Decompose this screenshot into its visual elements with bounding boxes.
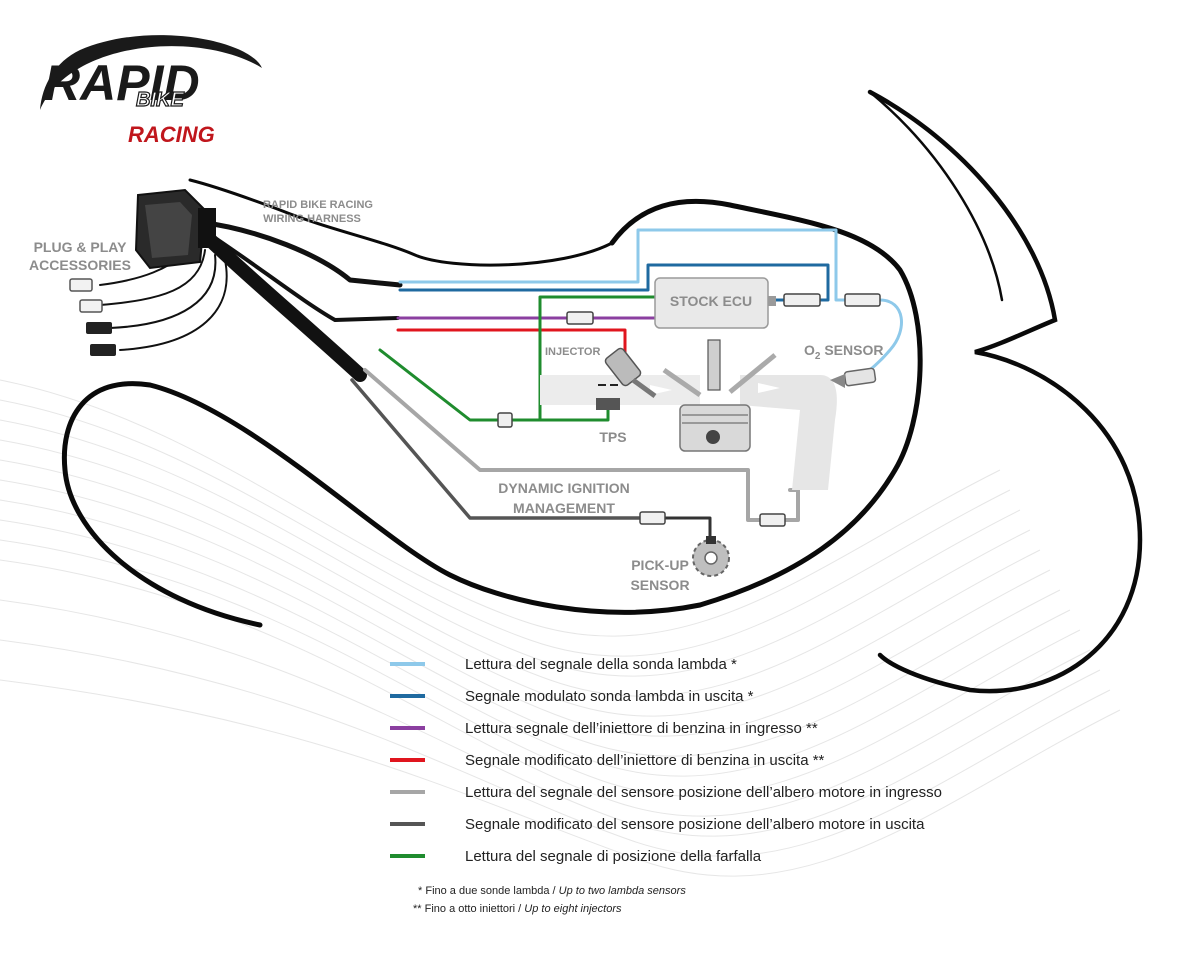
wire-crank-out xyxy=(350,378,642,520)
legend-label: Lettura segnale dell’iniettore di benzin… xyxy=(465,720,818,737)
intake-exhaust xyxy=(540,375,837,490)
motorcycle-outline xyxy=(61,89,1143,694)
injector-part xyxy=(604,347,657,399)
accessory-connectors xyxy=(69,278,116,356)
accessories-label-line1: PLUG & PLAY xyxy=(34,239,127,255)
rapid-bike-logo: RAPID BIKE RACING xyxy=(40,35,262,147)
footnote-2-marker: ** xyxy=(413,903,425,915)
engine-piston xyxy=(662,339,777,452)
legend-label: Segnale modificato del sensore posizione… xyxy=(465,816,925,833)
tps-sensor xyxy=(596,384,620,410)
pickup-sensor-line1: PICK-UP xyxy=(631,557,689,573)
legend-label: Segnale modulato sonda lambda in uscita … xyxy=(465,688,754,705)
harness-label-line1: RAPID BIKE RACING xyxy=(263,199,373,211)
rapid-bike-module xyxy=(134,188,216,270)
o2-sensor-part xyxy=(830,367,877,388)
footnote-2-italic: Up to eight injectors xyxy=(524,903,622,915)
legend-label: Lettura del segnale di posizione della f… xyxy=(465,848,762,865)
legend-label: Lettura del segnale del sensore posizion… xyxy=(465,784,942,801)
footnote-1-marker: * xyxy=(418,885,425,897)
wire-lambda-in xyxy=(398,228,847,302)
dynamic-ignition-line2: MANAGEMENT xyxy=(513,500,615,516)
stock-ecu-label: STOCK ECU xyxy=(670,293,752,309)
pickup-sensor-gear xyxy=(692,536,730,577)
harness-label-line2: WIRING HARNESS xyxy=(263,213,361,225)
footnote-1: * Fino a due sonde lambda / Up to two la… xyxy=(418,885,686,897)
logo-racing-text: RACING xyxy=(128,122,215,147)
dynamic-ignition-line1: DYNAMIC IGNITION xyxy=(498,480,629,496)
o2-sensor-prefix: O xyxy=(804,342,815,358)
footnote-1-italic: Up to two lambda sensors xyxy=(559,885,687,897)
legend-label: Segnale modificato dell’iniettore di ben… xyxy=(465,752,825,769)
wire-throttle xyxy=(378,348,500,422)
wiring-harness xyxy=(99,219,903,542)
stock-ecu-box: STOCK ECU xyxy=(654,277,776,329)
legend-label: Lettura del segnale della sonda lambda * xyxy=(465,656,737,673)
logo-bike-text: BIKE xyxy=(136,89,184,111)
wire-lambda-out xyxy=(398,263,830,302)
inline-connectors xyxy=(497,293,881,527)
tps-label: TPS xyxy=(599,429,626,445)
pickup-sensor-line2: SENSOR xyxy=(630,577,689,593)
wire-injector-out xyxy=(396,328,627,354)
o2-sensor-label: O2 SENSOR xyxy=(804,342,883,362)
injector-label: INJECTOR xyxy=(545,346,600,358)
footnote-2-text: Fino a otto iniettori / xyxy=(425,903,525,915)
footnote-1-text: Fino a due sonde lambda / xyxy=(425,885,558,897)
accessories-label-line2: ACCESSORIES xyxy=(29,257,131,273)
logo-rapid-text: RAPID xyxy=(44,55,200,111)
legend: Lettura del segnale della sonda lambda *… xyxy=(390,656,942,865)
wire-crank-in xyxy=(363,368,762,522)
footnote-2: ** Fino a otto iniettori / Up to eight i… xyxy=(413,903,622,915)
o2-sensor-suffix: SENSOR xyxy=(820,342,883,358)
background-waves xyxy=(0,379,1121,877)
o2-sensor-subscript: 2 xyxy=(815,351,821,362)
